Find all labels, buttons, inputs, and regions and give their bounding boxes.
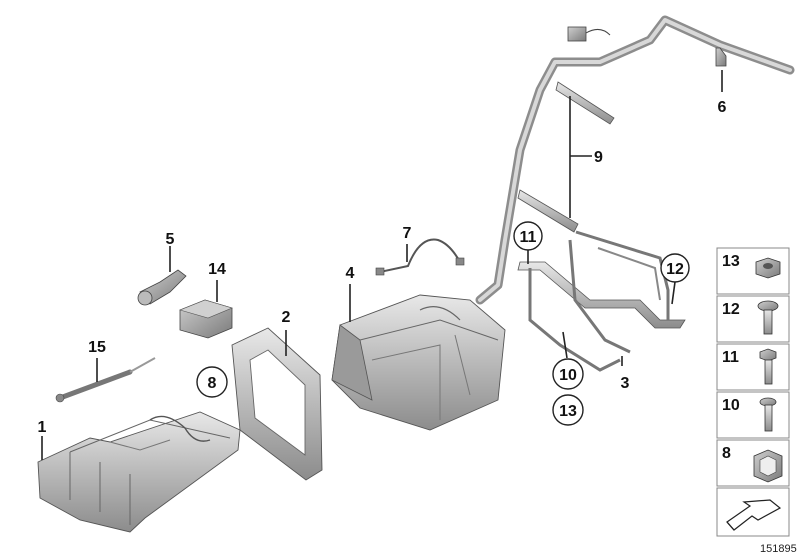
part-9-straps — [517, 81, 615, 233]
callout-10-ring — [552, 358, 584, 390]
torx-screw-icon — [759, 397, 777, 432]
part-pipe — [475, 15, 795, 305]
legend-cell-arrow — [716, 487, 790, 537]
legend-cell-4 — [716, 391, 790, 439]
reference-number: 151895 — [760, 543, 797, 555]
callout-4: 4 — [346, 265, 355, 282]
callout-1: 1 — [38, 419, 47, 436]
callout-15: 15 — [88, 339, 106, 356]
leader-10 — [562, 331, 568, 359]
callout-8: 8 — [208, 375, 217, 392]
callout-14: 14 — [208, 261, 226, 278]
legend-label-5: 8 — [722, 445, 731, 462]
part-15-strut — [55, 357, 156, 403]
part-14-module — [179, 299, 233, 339]
callout-13: 13 — [559, 403, 577, 420]
callout-12: 12 — [666, 261, 684, 278]
clip-nut-icon — [753, 449, 783, 483]
leader-9 — [569, 96, 592, 218]
part-4-tray — [331, 294, 506, 431]
legend-label-4: 10 — [722, 397, 740, 414]
legend-label-2: 12 — [722, 301, 740, 318]
callout-11: 11 — [520, 229, 537, 246]
legend-label-1: 13 — [722, 253, 740, 270]
callout-3: 3 — [621, 375, 630, 392]
arrow-direction-icon — [726, 499, 782, 531]
callout-5: 5 — [166, 231, 175, 248]
callout-13-ring — [552, 394, 584, 426]
round-head-screw-icon — [757, 300, 779, 335]
callout-9: 9 — [594, 149, 603, 166]
callout-6: 6 — [718, 99, 727, 116]
callout-7: 7 — [403, 225, 412, 242]
callout-10: 10 — [559, 367, 577, 384]
legend-cell-3 — [716, 343, 790, 391]
part-6-bracket — [715, 47, 727, 67]
part-5-latch — [137, 269, 187, 306]
part-7-cable — [375, 238, 465, 276]
callout-8-ring — [196, 366, 228, 398]
fastener-legend: 13 12 11 10 8 — [716, 247, 790, 537]
callout-2: 2 — [282, 309, 291, 326]
part-2-frame — [231, 327, 323, 481]
nut-icon — [755, 257, 781, 279]
leader-12 — [671, 281, 676, 305]
part-1-housing — [37, 411, 241, 533]
hex-screw-icon — [759, 348, 777, 385]
legend-label-3: 11 — [722, 349, 739, 366]
part-3-frame — [517, 230, 686, 372]
